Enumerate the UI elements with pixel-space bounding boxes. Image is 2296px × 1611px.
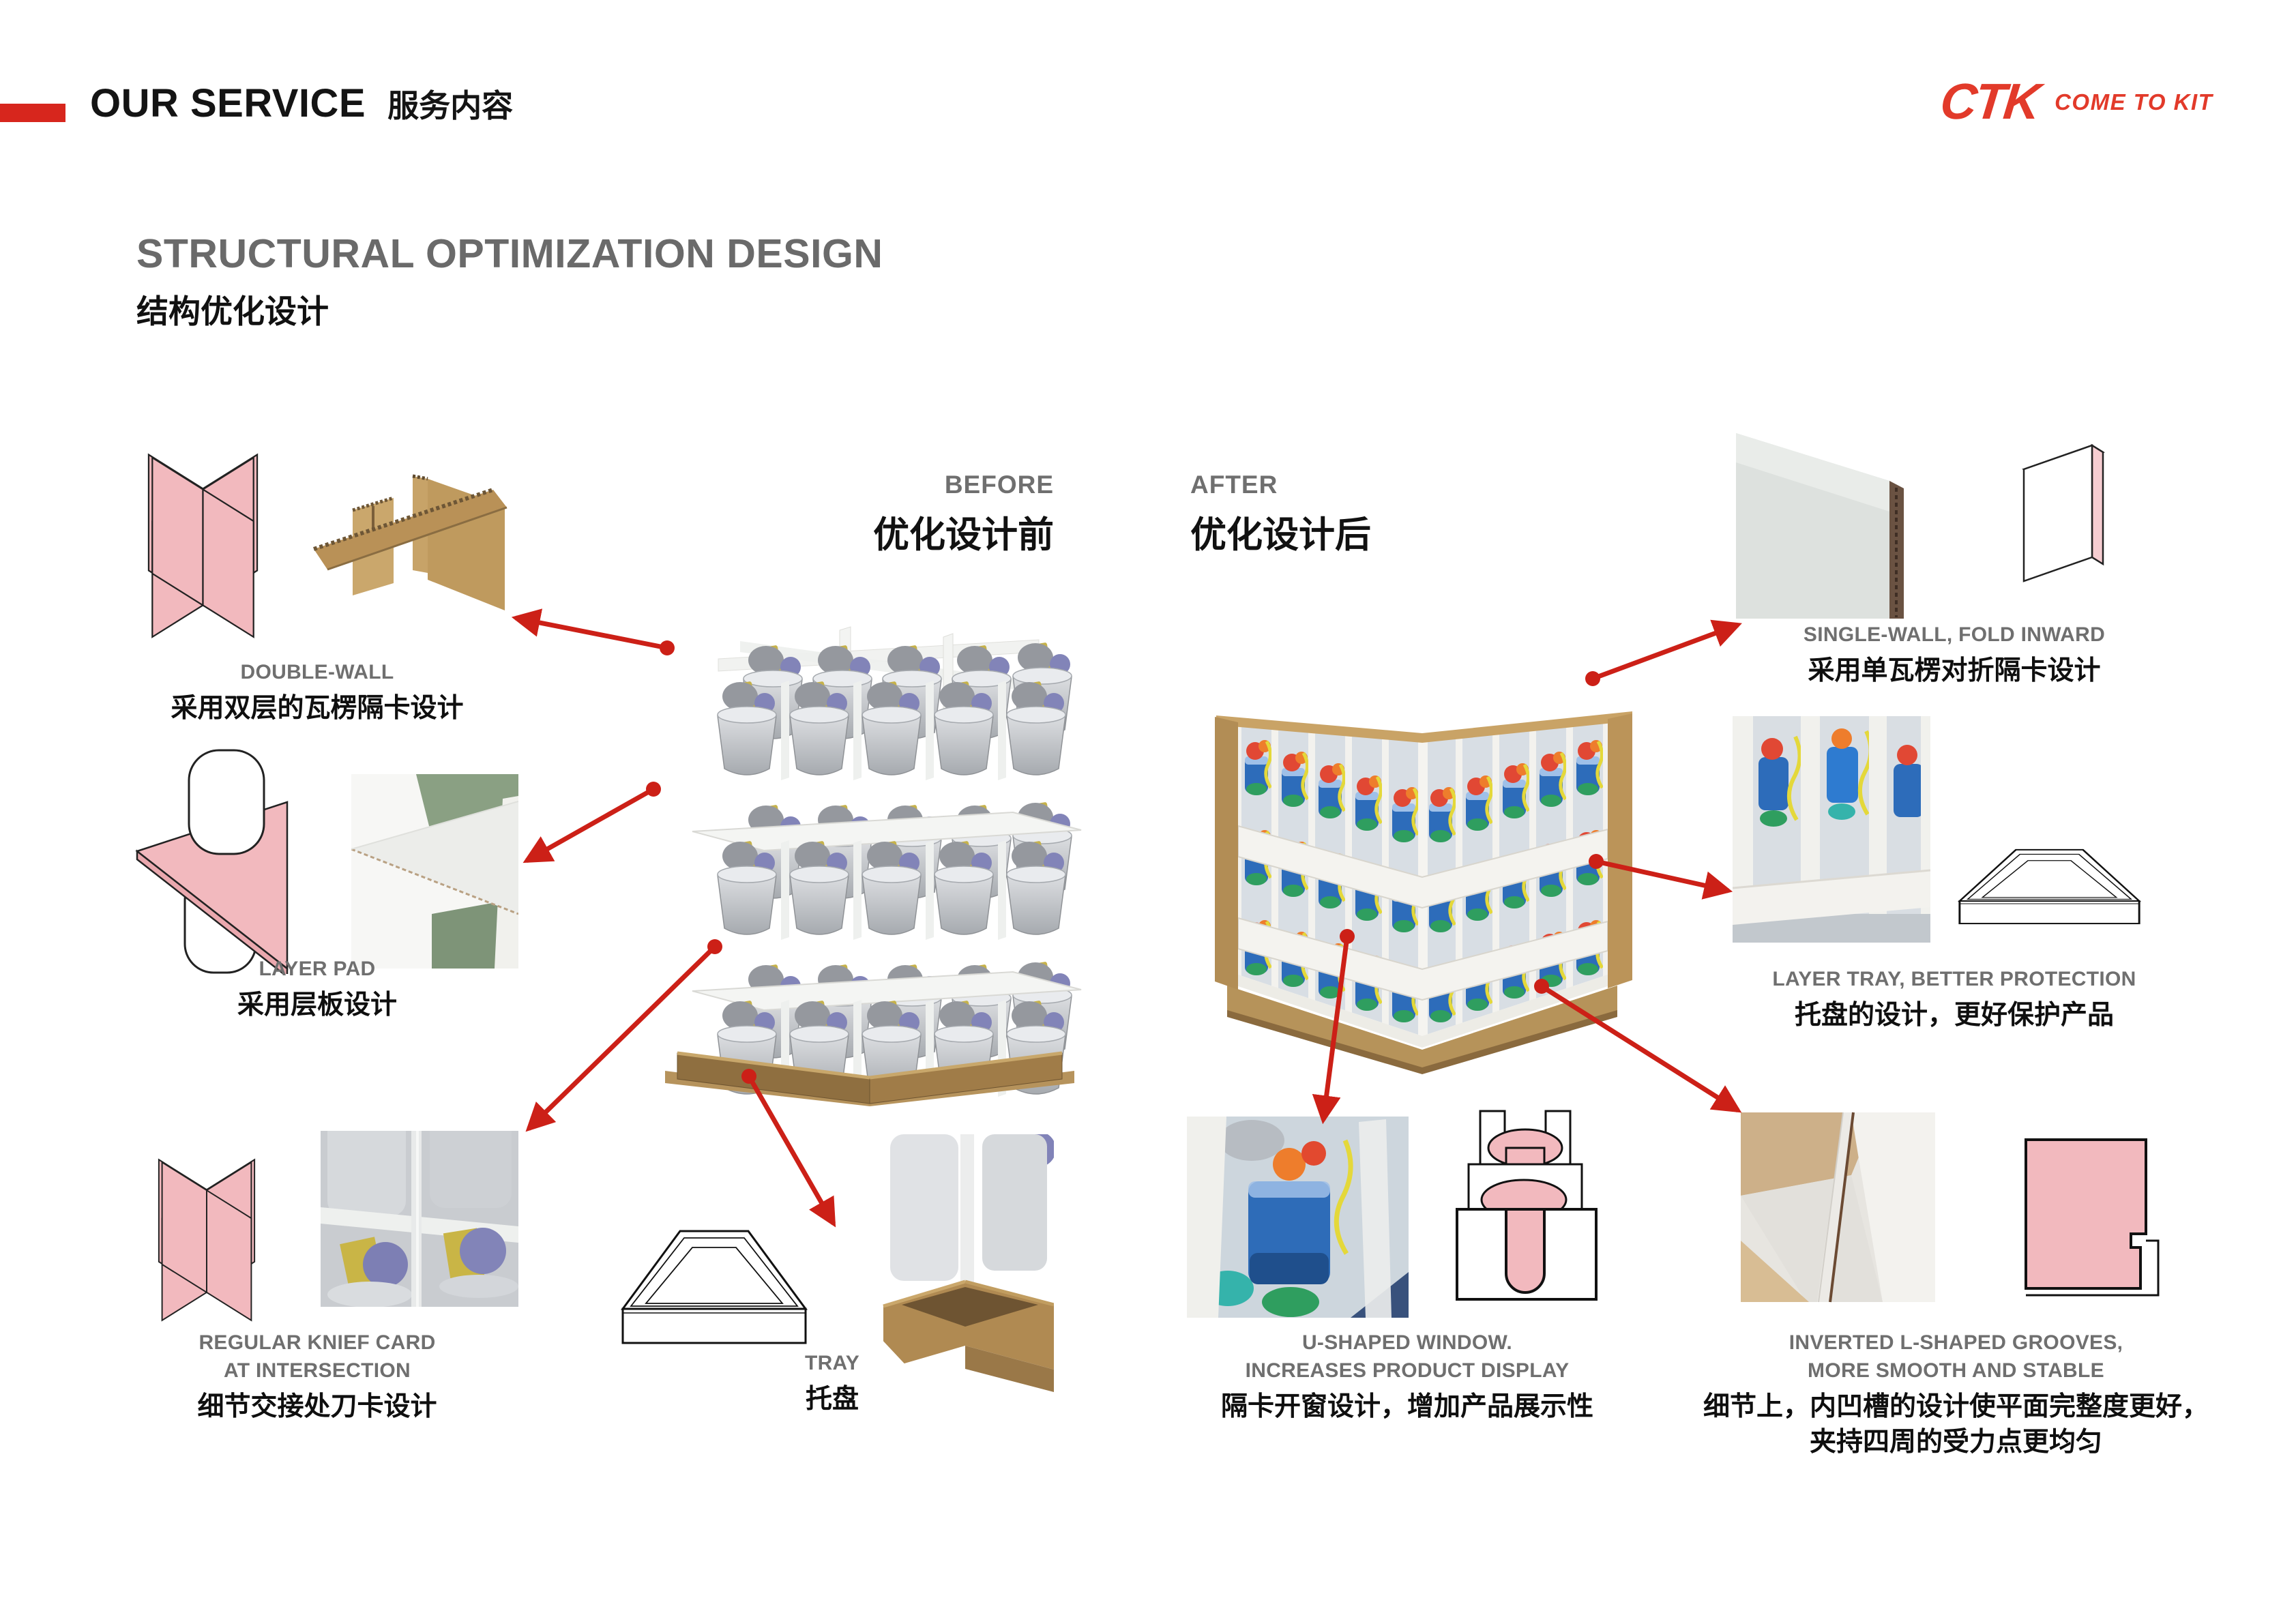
single-wall-label-zh: 采用单瓦楞对折隔卡设计	[1808, 656, 2101, 685]
before-packaging-render	[638, 616, 1091, 1108]
inverted-l-label: INVERTED L-SHAPED GROOVES, MORE SMOOTH A…	[1678, 1329, 2234, 1460]
knief-card-label-en2: AT INTERSECTION	[224, 1359, 411, 1382]
ctk-logo-tagline: COME TO KIT	[2055, 89, 2213, 115]
double-wall-photo	[310, 471, 508, 617]
u-window-label: U-SHAPED WINDOW. INCREASES PRODUCT DISPL…	[1168, 1329, 1646, 1425]
after-heading-en: AFTER	[1190, 471, 1278, 499]
header-service-en: OUR SERVICE	[90, 81, 366, 125]
tray-label-zh: 托盘	[805, 1385, 859, 1414]
section-title: STRUCTURAL OPTIMIZATION DESIGN 结构优化设计	[136, 231, 883, 332]
after-packaging-photo	[1190, 653, 1651, 1078]
knief-card-photo	[321, 1131, 518, 1307]
layer-pad-diagram	[132, 742, 295, 974]
layer-tray-photo	[1733, 716, 1930, 943]
layer-pad-label: LAYER PAD 采用层板设计	[78, 955, 556, 1023]
header-service-zh: 服务内容	[387, 88, 514, 123]
tray-diagram-right	[1954, 844, 2145, 928]
inverted-l-label-en1: INVERTED L-SHAPED GROOVES,	[1789, 1331, 2123, 1354]
layer-pad-label-zh: 采用层板设计	[237, 990, 397, 1020]
double-wall-label-zh: 采用双层的瓦楞隔卡设计	[171, 694, 464, 723]
layer-pad-photo	[351, 774, 518, 969]
tray-diagram-left	[617, 1223, 812, 1349]
before-heading-en: BEFORE	[944, 471, 1054, 499]
layer-tray-label-en: LAYER TRAY, BETTER PROTECTION	[1772, 968, 2136, 990]
inverted-l-label-zh2: 夹持四周的受力点更均匀	[1809, 1428, 2102, 1457]
tray-label: TRAY 托盘	[696, 1349, 969, 1417]
header: OUR SERVICE 服务内容	[90, 80, 513, 126]
cross-card-diagram-bottom	[138, 1153, 275, 1330]
inverted-l-label-zh1: 细节上，内凹槽的设计使平面完整度更好，	[1703, 1392, 2209, 1421]
single-wall-label-en: SINGLE-WALL, FOLD INWARD	[1803, 623, 2106, 646]
inverted-l-label-en2: MORE SMOOTH AND STABLE	[1808, 1359, 2104, 1382]
knief-card-label: REGULAR KNIEF CARD AT INTERSECTION 细节交接处…	[78, 1329, 556, 1425]
layer-tray-label: LAYER TRAY, BETTER PROTECTION 托盘的设计，更好保护…	[1681, 965, 2227, 1033]
single-wall-diagram	[2016, 432, 2125, 585]
section-title-zh: 结构优化设计	[136, 293, 329, 329]
u-window-label-zh: 隔卡开窗设计，增加产品展示性	[1220, 1392, 1593, 1421]
u-window-label-en2: INCREASES PRODUCT DISPLAY	[1245, 1359, 1570, 1382]
u-window-diagram	[1452, 1105, 1622, 1304]
layer-tray-label-zh: 托盘的设计，更好保护产品	[1794, 1001, 2114, 1030]
single-wall-photo	[1736, 416, 1930, 619]
inverted-l-diagram	[2019, 1132, 2169, 1301]
knief-card-label-en1: REGULAR KNIEF CARD	[198, 1331, 436, 1354]
u-window-photo	[1187, 1116, 1409, 1318]
after-heading-zh: 优化设计后	[1190, 515, 1371, 555]
double-wall-label-en: DOUBLE-WALL	[240, 661, 394, 683]
ctk-logo: CTK COME TO KIT	[1937, 73, 2213, 130]
knief-card-label-zh: 细节交接处刀卡设计	[197, 1392, 437, 1421]
layer-pad-label-en: LAYER PAD	[259, 958, 376, 980]
tray-photo	[880, 1134, 1054, 1392]
inverted-l-photo	[1741, 1112, 1935, 1303]
tray-label-en: TRAY	[804, 1352, 860, 1374]
double-wall-label: DOUBLE-WALL 采用双层的瓦楞隔卡设计	[78, 658, 556, 726]
after-heading: AFTER 优化设计后	[1190, 471, 1613, 558]
u-window-label-en1: U-SHAPED WINDOW.	[1301, 1331, 1513, 1354]
ctk-logo-mark: CTK	[1937, 73, 2042, 130]
section-title-en: STRUCTURAL OPTIMIZATION DESIGN	[136, 231, 883, 276]
before-heading-zh: 优化设计前	[873, 515, 1054, 555]
before-heading: BEFORE 优化设计前	[713, 471, 1054, 558]
single-wall-label: SINGLE-WALL, FOLD INWARD 采用单瓦楞对折隔卡设计	[1681, 621, 2227, 689]
header-accent-bar	[0, 104, 65, 122]
cross-card-diagram-top	[133, 447, 273, 648]
